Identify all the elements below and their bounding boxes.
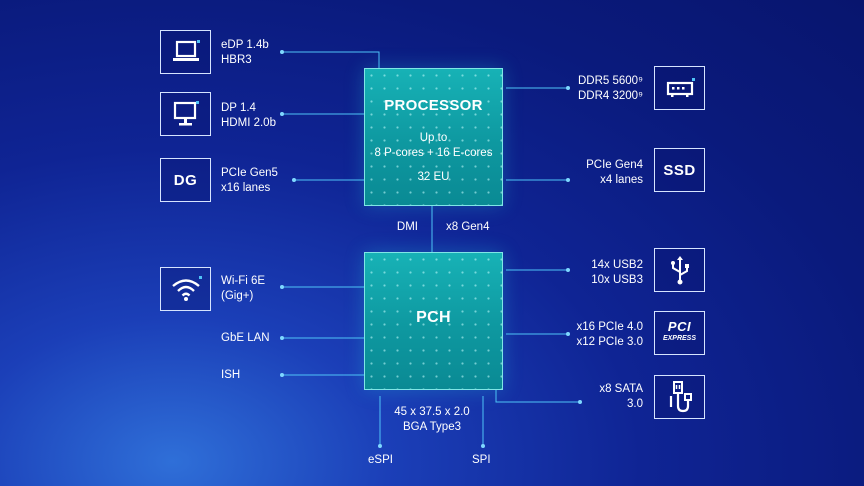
wifi-icon [171, 276, 202, 301]
wifi-icon-box [160, 267, 211, 311]
ssd-label-line1: PCIe Gen4 [586, 159, 643, 171]
edp-label-line2: HBR3 [221, 54, 252, 66]
discrete-graphics-icon-box: DG [160, 158, 211, 202]
usb-icon [670, 256, 689, 285]
package-size: 45 x 37.5 x 2.0 [394, 406, 470, 418]
wifi-label-line1: Wi-Fi 6E [221, 275, 266, 287]
memory-label-line2: DDR4 3200⁹ [577, 90, 643, 102]
usb-label-line1: 14x USB2 [591, 259, 643, 271]
connector-dot [280, 50, 284, 54]
spi-label: SPI [472, 454, 491, 466]
dg-label-line2: x16 lanes [221, 182, 271, 194]
pci-express-icon-box: PCI EXPRESS [654, 311, 705, 355]
connector-dot [566, 332, 570, 336]
connector-dot [280, 336, 284, 340]
pch-title: PCH [416, 309, 451, 326]
memory-icon [666, 78, 695, 97]
connector-dot [566, 86, 570, 90]
connector-dot [280, 112, 284, 116]
connector-dot [280, 285, 284, 289]
ssd-icon: SSD [663, 161, 696, 179]
pci-express-icon: PCI EXPRESS [662, 319, 697, 344]
connector-dot [378, 444, 382, 448]
monitor-icon-box [160, 92, 211, 136]
pcie-label-line2: x12 PCIe 3.0 [576, 336, 643, 348]
ssd-icon-box: SSD [654, 148, 705, 192]
connector-dot [578, 400, 582, 404]
edp-label-line1: eDP 1.4b [221, 39, 269, 51]
processor-graphics: 32 EU [417, 171, 450, 183]
dp-label-line1: DP 1.4 [221, 102, 256, 114]
usb-icon-box [654, 248, 705, 292]
laptop-display-icon-box [160, 30, 211, 74]
sata-cable-icon [669, 381, 692, 413]
connector-dot [566, 268, 570, 272]
processor-cores-line2: 8 P-cores + 16 E-cores [374, 147, 493, 159]
connector-dot [481, 444, 485, 448]
sata-label-line1: x8 SATA [599, 383, 643, 395]
sata-icon-box [654, 375, 705, 419]
pcie-label-line1: x16 PCIe 4.0 [576, 321, 643, 333]
wifi-label-line2: (Gig+) [221, 290, 254, 302]
express-logo-text: EXPRESS [662, 335, 697, 342]
connector-dot [280, 373, 284, 377]
sata-label-line2: 3.0 [627, 398, 643, 410]
package-type: BGA Type3 [403, 421, 461, 433]
connector-dot [566, 178, 570, 182]
pci-logo-text: PCI [667, 319, 692, 334]
ssd-label-line2: x4 lanes [600, 174, 643, 186]
memory-label-line1: DDR5 5600⁹ [577, 75, 643, 87]
pch-chip: PCH [364, 252, 503, 390]
dg-label-line1: PCIe Gen5 [221, 167, 278, 179]
espi-label: eSPI [368, 454, 393, 466]
processor-cores-line1: Up to [419, 132, 448, 144]
gbe-label: GbE LAN [221, 332, 270, 344]
dp-label-line2: HDMI 2.0b [221, 117, 276, 129]
connector-dot [292, 178, 296, 182]
dmi-label: DMI [396, 221, 418, 233]
ish-label: ISH [221, 369, 241, 381]
laptop-icon [172, 40, 200, 61]
link-width-label: x8 Gen4 [446, 221, 490, 233]
usb-label-line2: 10x USB3 [591, 274, 643, 286]
processor-chip: PROCESSOR Up to 8 P-cores + 16 E-cores 3… [364, 68, 503, 206]
monitor-icon [173, 101, 199, 126]
processor-title: PROCESSOR [384, 97, 483, 114]
dg-icon: DG [173, 171, 198, 189]
memory-icon-box [654, 66, 705, 110]
